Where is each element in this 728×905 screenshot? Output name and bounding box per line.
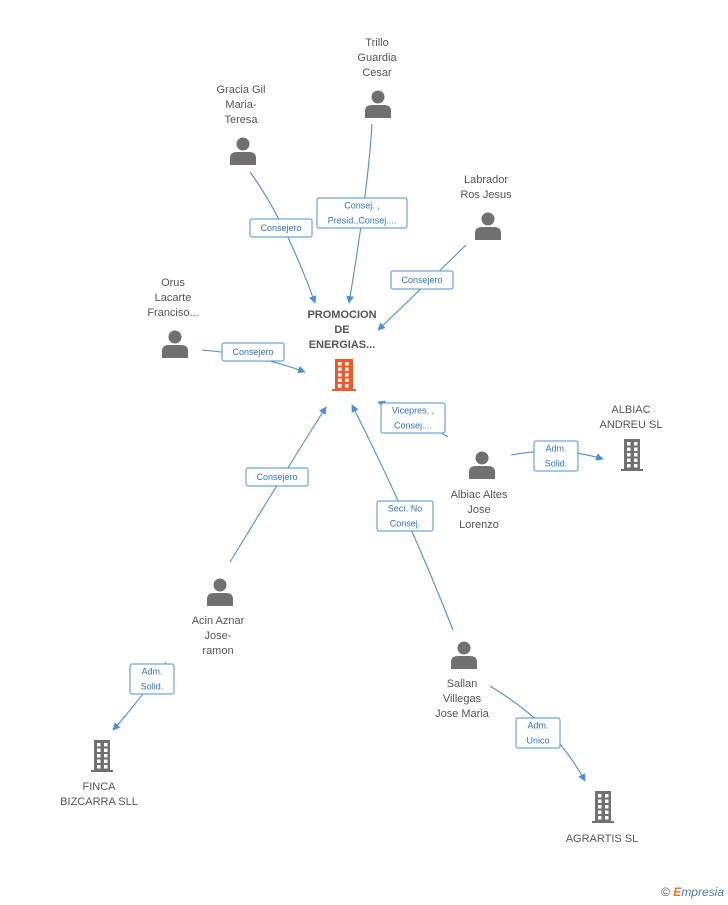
node-label-line: Acin Aznar: [192, 615, 245, 627]
edge-label-box: [515, 717, 561, 749]
edge-label-text: Adm.: [141, 667, 162, 677]
edge-label-sallan-to-agrartis[interactable]: Adm. Unico: [515, 717, 561, 749]
node-label-line: Lorenzo: [459, 519, 499, 531]
node-label-line: Trillo: [365, 37, 388, 49]
edge-label-text: Presid.,Consej....: [328, 216, 397, 226]
edge-label-text: Consej....: [394, 421, 432, 431]
edge-label-box: [316, 197, 408, 229]
node-label-line: Lacarte: [155, 292, 192, 304]
edge-label-orus-to-center[interactable]: Consejero: [221, 342, 285, 362]
edge-label-sallan-to-center[interactable]: Secr. No Consej.: [376, 500, 434, 532]
node-label-line: Jose Maria: [435, 708, 490, 720]
edge-label-box: [249, 218, 313, 238]
node-label-line: Jose: [467, 504, 490, 516]
person-icon: [162, 330, 188, 358]
person-icon: [475, 212, 501, 240]
edge-label-text: Vicepres. ,: [392, 406, 434, 416]
edge-label-text: Solid.: [545, 459, 568, 469]
building-icon: [592, 791, 614, 823]
person-icon: [230, 137, 256, 165]
empresia-watermark: © Empresia: [661, 885, 724, 899]
node-label-line: Villegas: [443, 693, 482, 705]
edge-label-text: Consejero: [260, 223, 301, 233]
node-label-line: Maria-: [225, 99, 257, 111]
node-label-line: BIZCARRA SLL: [60, 796, 138, 808]
edge-label-box: [245, 467, 309, 487]
building-icon: [91, 740, 113, 772]
edge-label-text: Adm.: [545, 444, 566, 454]
person-icon: [207, 578, 233, 606]
node-label-line: Guardia: [357, 52, 397, 64]
person-icon: [451, 641, 477, 669]
edge-label-text: Consej.: [390, 519, 421, 529]
edge-label-box: [533, 440, 579, 472]
edge-label-gracia-to-center[interactable]: Consejero: [249, 218, 313, 238]
node-albiac_sl[interactable]: ALBIAC ANDREU SL: [600, 404, 663, 471]
node-finca[interactable]: FINCA BIZCARRA SLL: [60, 740, 138, 808]
edge-label-text: Secr. No: [388, 504, 423, 514]
node-label-line: ENERGIAS...: [309, 339, 376, 351]
node-label-line: DE: [334, 324, 349, 336]
edge-label-text: Consej. ,: [344, 201, 380, 211]
edge-label-text: Unico: [526, 736, 549, 746]
edge-label-box: [221, 342, 285, 362]
copyright-symbol: ©: [661, 885, 670, 899]
edge-label-albiac-to-center[interactable]: Vicepres. , Consej....: [380, 402, 446, 434]
node-label-line: ramon: [202, 645, 233, 657]
edge-label-trillo-to-center[interactable]: Consej. , Presid.,Consej....: [316, 197, 408, 229]
node-orus[interactable]: OrusLacarteFranciso...: [147, 277, 199, 358]
person-icon: [365, 90, 391, 118]
node-label-line: Labrador: [464, 174, 508, 186]
person-icon: [469, 451, 495, 479]
node-label-line: Cesar: [362, 67, 392, 79]
node-label-line: Orus: [161, 277, 185, 289]
edge-label-text: Solid.: [141, 682, 164, 692]
node-label-line: FINCA: [83, 781, 117, 793]
building-icon: [332, 359, 356, 391]
node-label-line: Albiac Altes: [451, 489, 508, 501]
node-label-line: Gracia Gil: [217, 84, 266, 96]
edge-label-box: [129, 663, 175, 695]
node-label-line: ALBIAC: [611, 404, 650, 416]
edge-label-albiac-to-albiac_sl[interactable]: Adm. Solid.: [533, 440, 579, 472]
node-label-line: Sallan: [447, 678, 478, 690]
edge-label-text: Consejero: [232, 347, 273, 357]
edge-label-box: [390, 270, 454, 290]
node-label-line: Teresa: [224, 114, 258, 126]
edge-label-box: [376, 500, 434, 532]
node-label-line: Jose-: [205, 630, 232, 642]
node-label-line: Ros Jesus: [460, 189, 512, 201]
node-label-line: Franciso...: [147, 307, 198, 319]
edge-label-acin-to-center[interactable]: Consejero: [245, 467, 309, 487]
edge-label-text: Adm.: [527, 721, 548, 731]
building-icon: [621, 439, 643, 471]
node-agrartis[interactable]: AGRARTIS SL: [566, 791, 639, 845]
edge-label-labrador-to-center[interactable]: Consejero: [390, 270, 454, 290]
edge-label-box: [380, 402, 446, 434]
edge-label-acin-to-finca[interactable]: Adm. Solid.: [129, 663, 175, 695]
node-center[interactable]: PROMOCION DE ENERGIAS...: [307, 309, 377, 391]
brand-initial: E: [673, 885, 682, 899]
node-label-line: PROMOCION: [307, 309, 376, 321]
brand-name: mpresia: [681, 885, 724, 899]
node-label-line: AGRARTIS SL: [566, 833, 639, 845]
edge-label-text: Consejero: [256, 472, 297, 482]
edge-label-text: Consejero: [401, 275, 442, 285]
node-label-line: ANDREU SL: [600, 419, 663, 431]
